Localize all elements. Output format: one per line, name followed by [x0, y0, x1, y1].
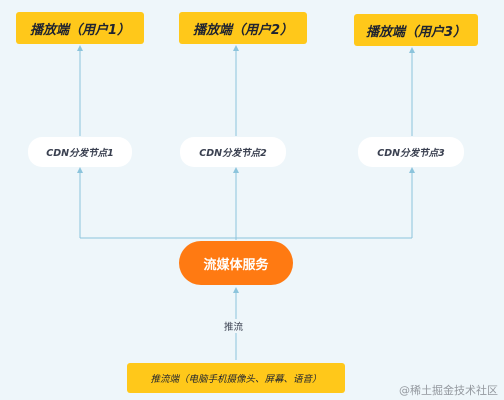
push-stream-label: 推流 [224, 319, 244, 333]
player-node-3[interactable]: 播放端（用户3） [354, 14, 478, 46]
player-node-1[interactable]: 播放端（用户1） [16, 12, 144, 44]
cdn-node-1[interactable]: CDN分发节点1 [28, 137, 132, 167]
player-node-2[interactable]: 播放端（用户2） [179, 12, 307, 44]
cdn-node-2[interactable]: CDN分发节点2 [180, 137, 286, 167]
pusher-node[interactable]: 推流端（电脑手机摄像头、屏幕、语音） [127, 363, 345, 393]
cdn-node-3[interactable]: CDN分发节点3 [358, 137, 464, 167]
watermark-text: @稀土掘金技术社区 [399, 384, 498, 397]
stream-service-node[interactable]: 流媒体服务 [179, 241, 293, 285]
